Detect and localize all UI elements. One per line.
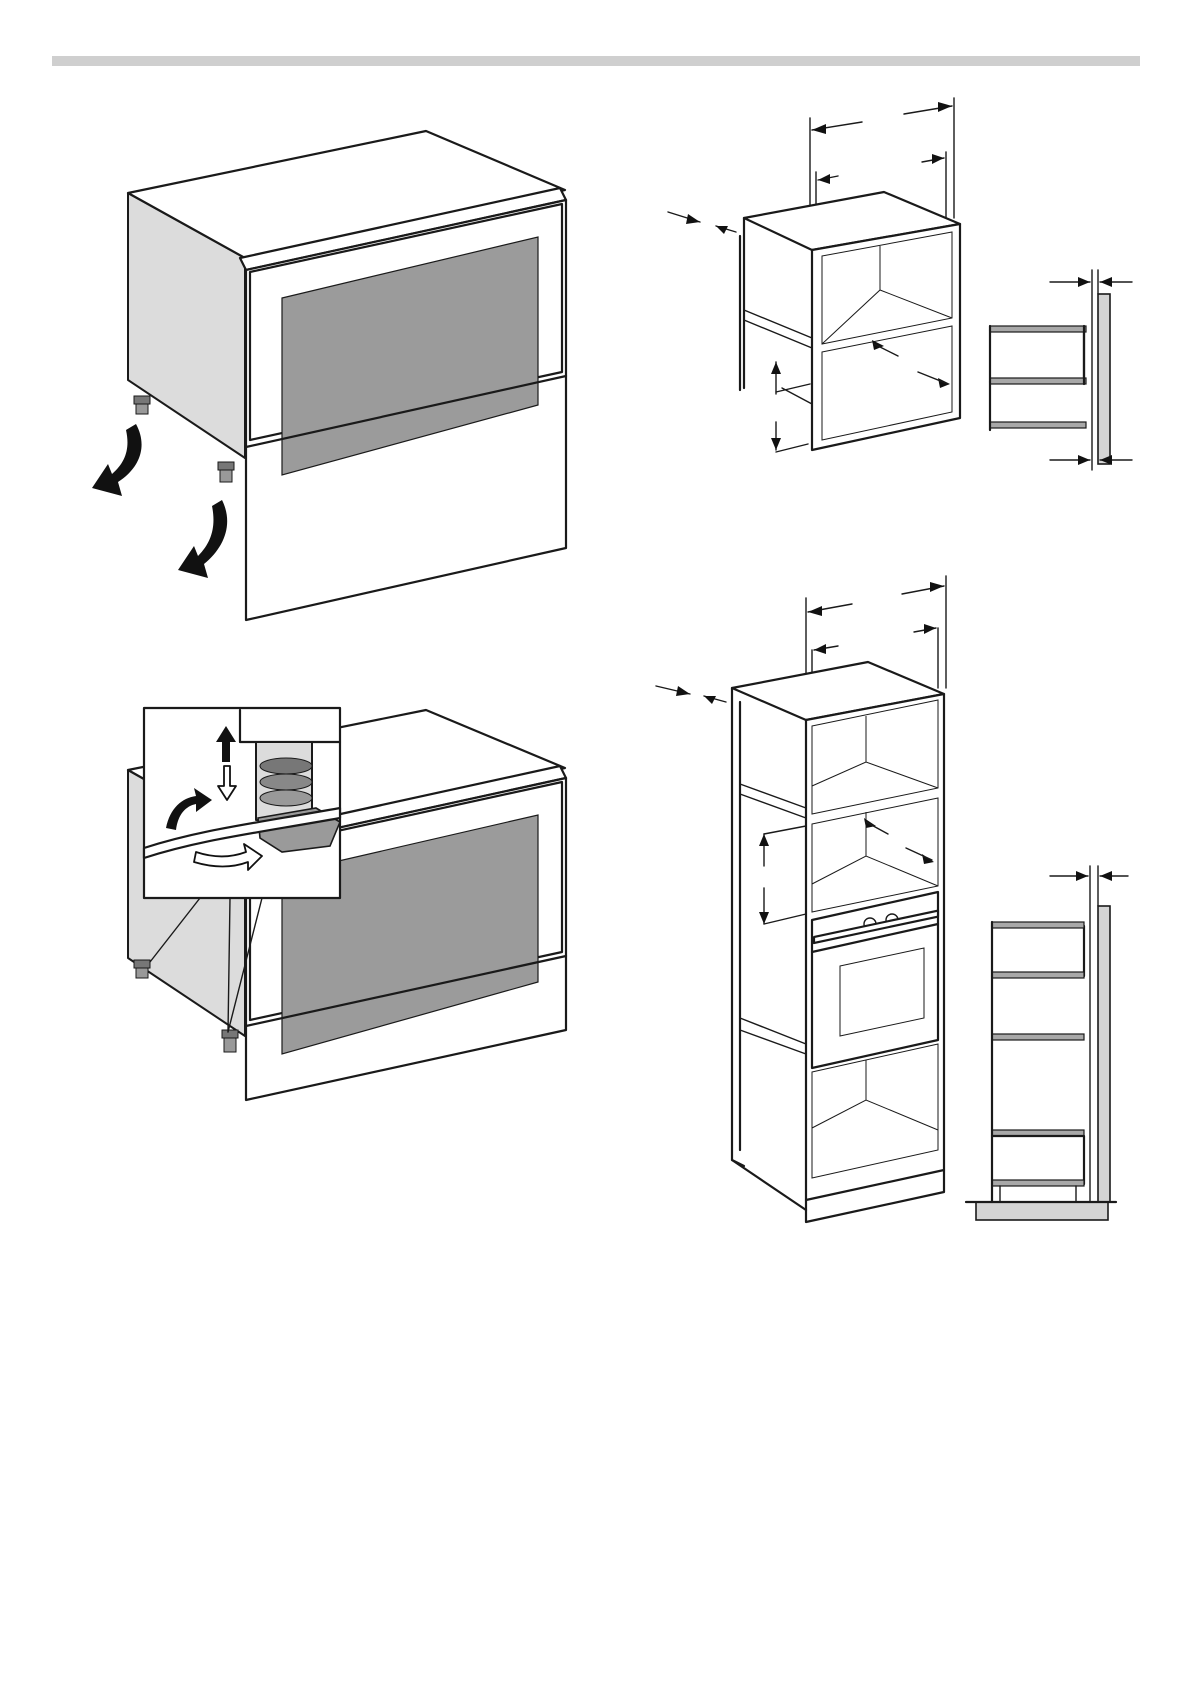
dim-arrow-depth-top	[668, 212, 736, 234]
tall-dim-arrow-inner-width	[814, 624, 936, 654]
figure-wall-cabinet	[668, 98, 1132, 470]
oven2-foot-left	[134, 960, 150, 978]
figure-remove-feet	[92, 131, 566, 620]
dim-arrow-outer-width	[812, 102, 952, 134]
wall-cabinet-front	[812, 224, 960, 450]
wall-cabinet-section	[990, 270, 1132, 470]
arrow-remove-foot-right	[178, 500, 227, 578]
dim-arrow-height	[771, 362, 810, 452]
dim-arrow-inner-width	[818, 154, 944, 184]
figure-tall-cabinet	[656, 576, 1128, 1222]
foot-right	[218, 462, 234, 482]
oven2-foot-right	[222, 1030, 238, 1052]
tall-cabinet-left	[732, 688, 806, 1210]
header-rule	[52, 56, 1140, 66]
foot-left	[134, 396, 150, 414]
figure-adjust-feet	[128, 708, 566, 1100]
tall-cabinet-section	[966, 866, 1128, 1220]
tall-dim-arrow-outer-width	[808, 582, 944, 616]
tall-dim-arrow-height	[759, 826, 806, 924]
arrow-remove-foot-left	[92, 424, 142, 496]
tall-dim-arrow-depth	[656, 686, 726, 704]
